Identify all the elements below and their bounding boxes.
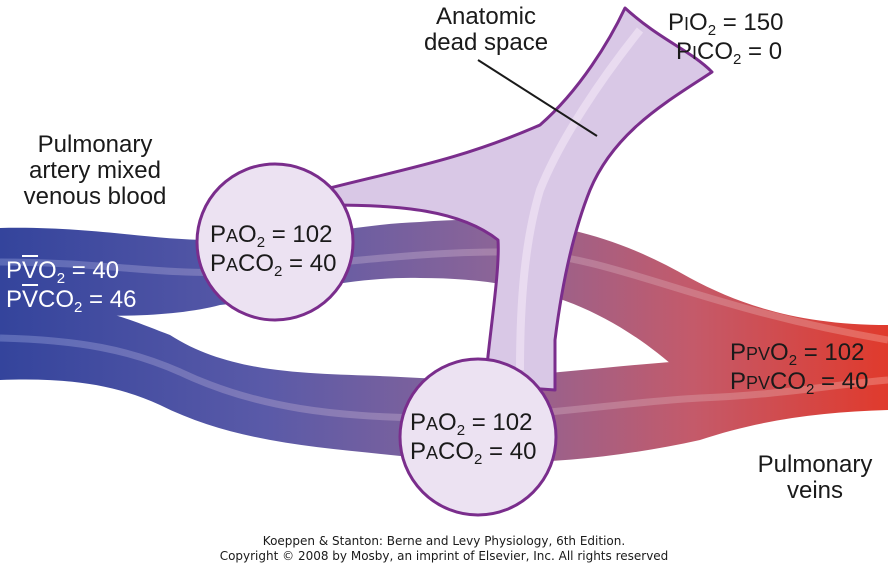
dead-space-label-line2: dead space bbox=[423, 29, 549, 56]
inspired-o2: PIO2 = 150 bbox=[668, 9, 784, 40]
vessel-highlight-upper bbox=[0, 248, 888, 344]
pulm-vein-values: PPVO2 = 102 PPVCO2 = 40 bbox=[730, 339, 869, 399]
alveolus-lower-values: PAO2 = 102 PACO2 = 40 bbox=[410, 409, 537, 469]
alveolus-lower-co2: PACO2 = 40 bbox=[410, 438, 537, 469]
artery-label-line2: artery mixed bbox=[28, 157, 162, 184]
alveolus-lower bbox=[398, 357, 558, 517]
alveoli bbox=[195, 162, 558, 517]
inspired-co2: PICO2 = 0 bbox=[676, 38, 783, 69]
alveolus-upper-o2: PAO2 = 102 bbox=[210, 221, 333, 252]
pulm-vein-co2: PPVCO2 = 40 bbox=[730, 368, 869, 399]
venous-co2: PVCO2 = 46 bbox=[6, 286, 137, 317]
alveolus-lower-o2: PAO2 = 102 bbox=[410, 409, 533, 440]
artery-label-line3: venous blood bbox=[23, 183, 167, 210]
inspired-values: PIO2 = 150 PICO2 = 0 bbox=[668, 9, 784, 69]
airway-tree bbox=[328, 6, 714, 392]
venous-o2: PVO2 = 40 bbox=[6, 257, 120, 288]
dead-space-label-line1: Anatomic bbox=[435, 3, 537, 30]
credit-line-1: Koeppen & Stanton: Berne and Levy Physio… bbox=[262, 534, 626, 548]
alveolus-upper bbox=[195, 162, 355, 322]
artery-label-line1: Pulmonary bbox=[37, 131, 153, 158]
venous-values: PVO2 = 40 PVCO2 = 46 bbox=[6, 257, 137, 317]
veins-label-line1: Pulmonary bbox=[757, 451, 873, 478]
alveolus-upper-co2: PACO2 = 40 bbox=[210, 250, 337, 281]
artery-label: Pulmonary artery mixed venous blood bbox=[0, 132, 190, 210]
airway-trachea bbox=[328, 6, 714, 392]
veins-label-line2: veins bbox=[786, 477, 844, 504]
alveolus-upper-values: PAO2 = 102 PACO2 = 40 bbox=[210, 221, 337, 281]
dead-space-pointer bbox=[477, 59, 598, 137]
credit-line-2: Copyright © 2008 by Mosby, an imprint of… bbox=[219, 549, 669, 563]
veins-label: Pulmonary veins bbox=[732, 452, 888, 504]
pulm-vein-o2: PPVO2 = 102 bbox=[730, 339, 865, 370]
airway-highlight bbox=[516, 27, 644, 371]
dead-space-label: Anatomic dead space bbox=[396, 4, 576, 56]
